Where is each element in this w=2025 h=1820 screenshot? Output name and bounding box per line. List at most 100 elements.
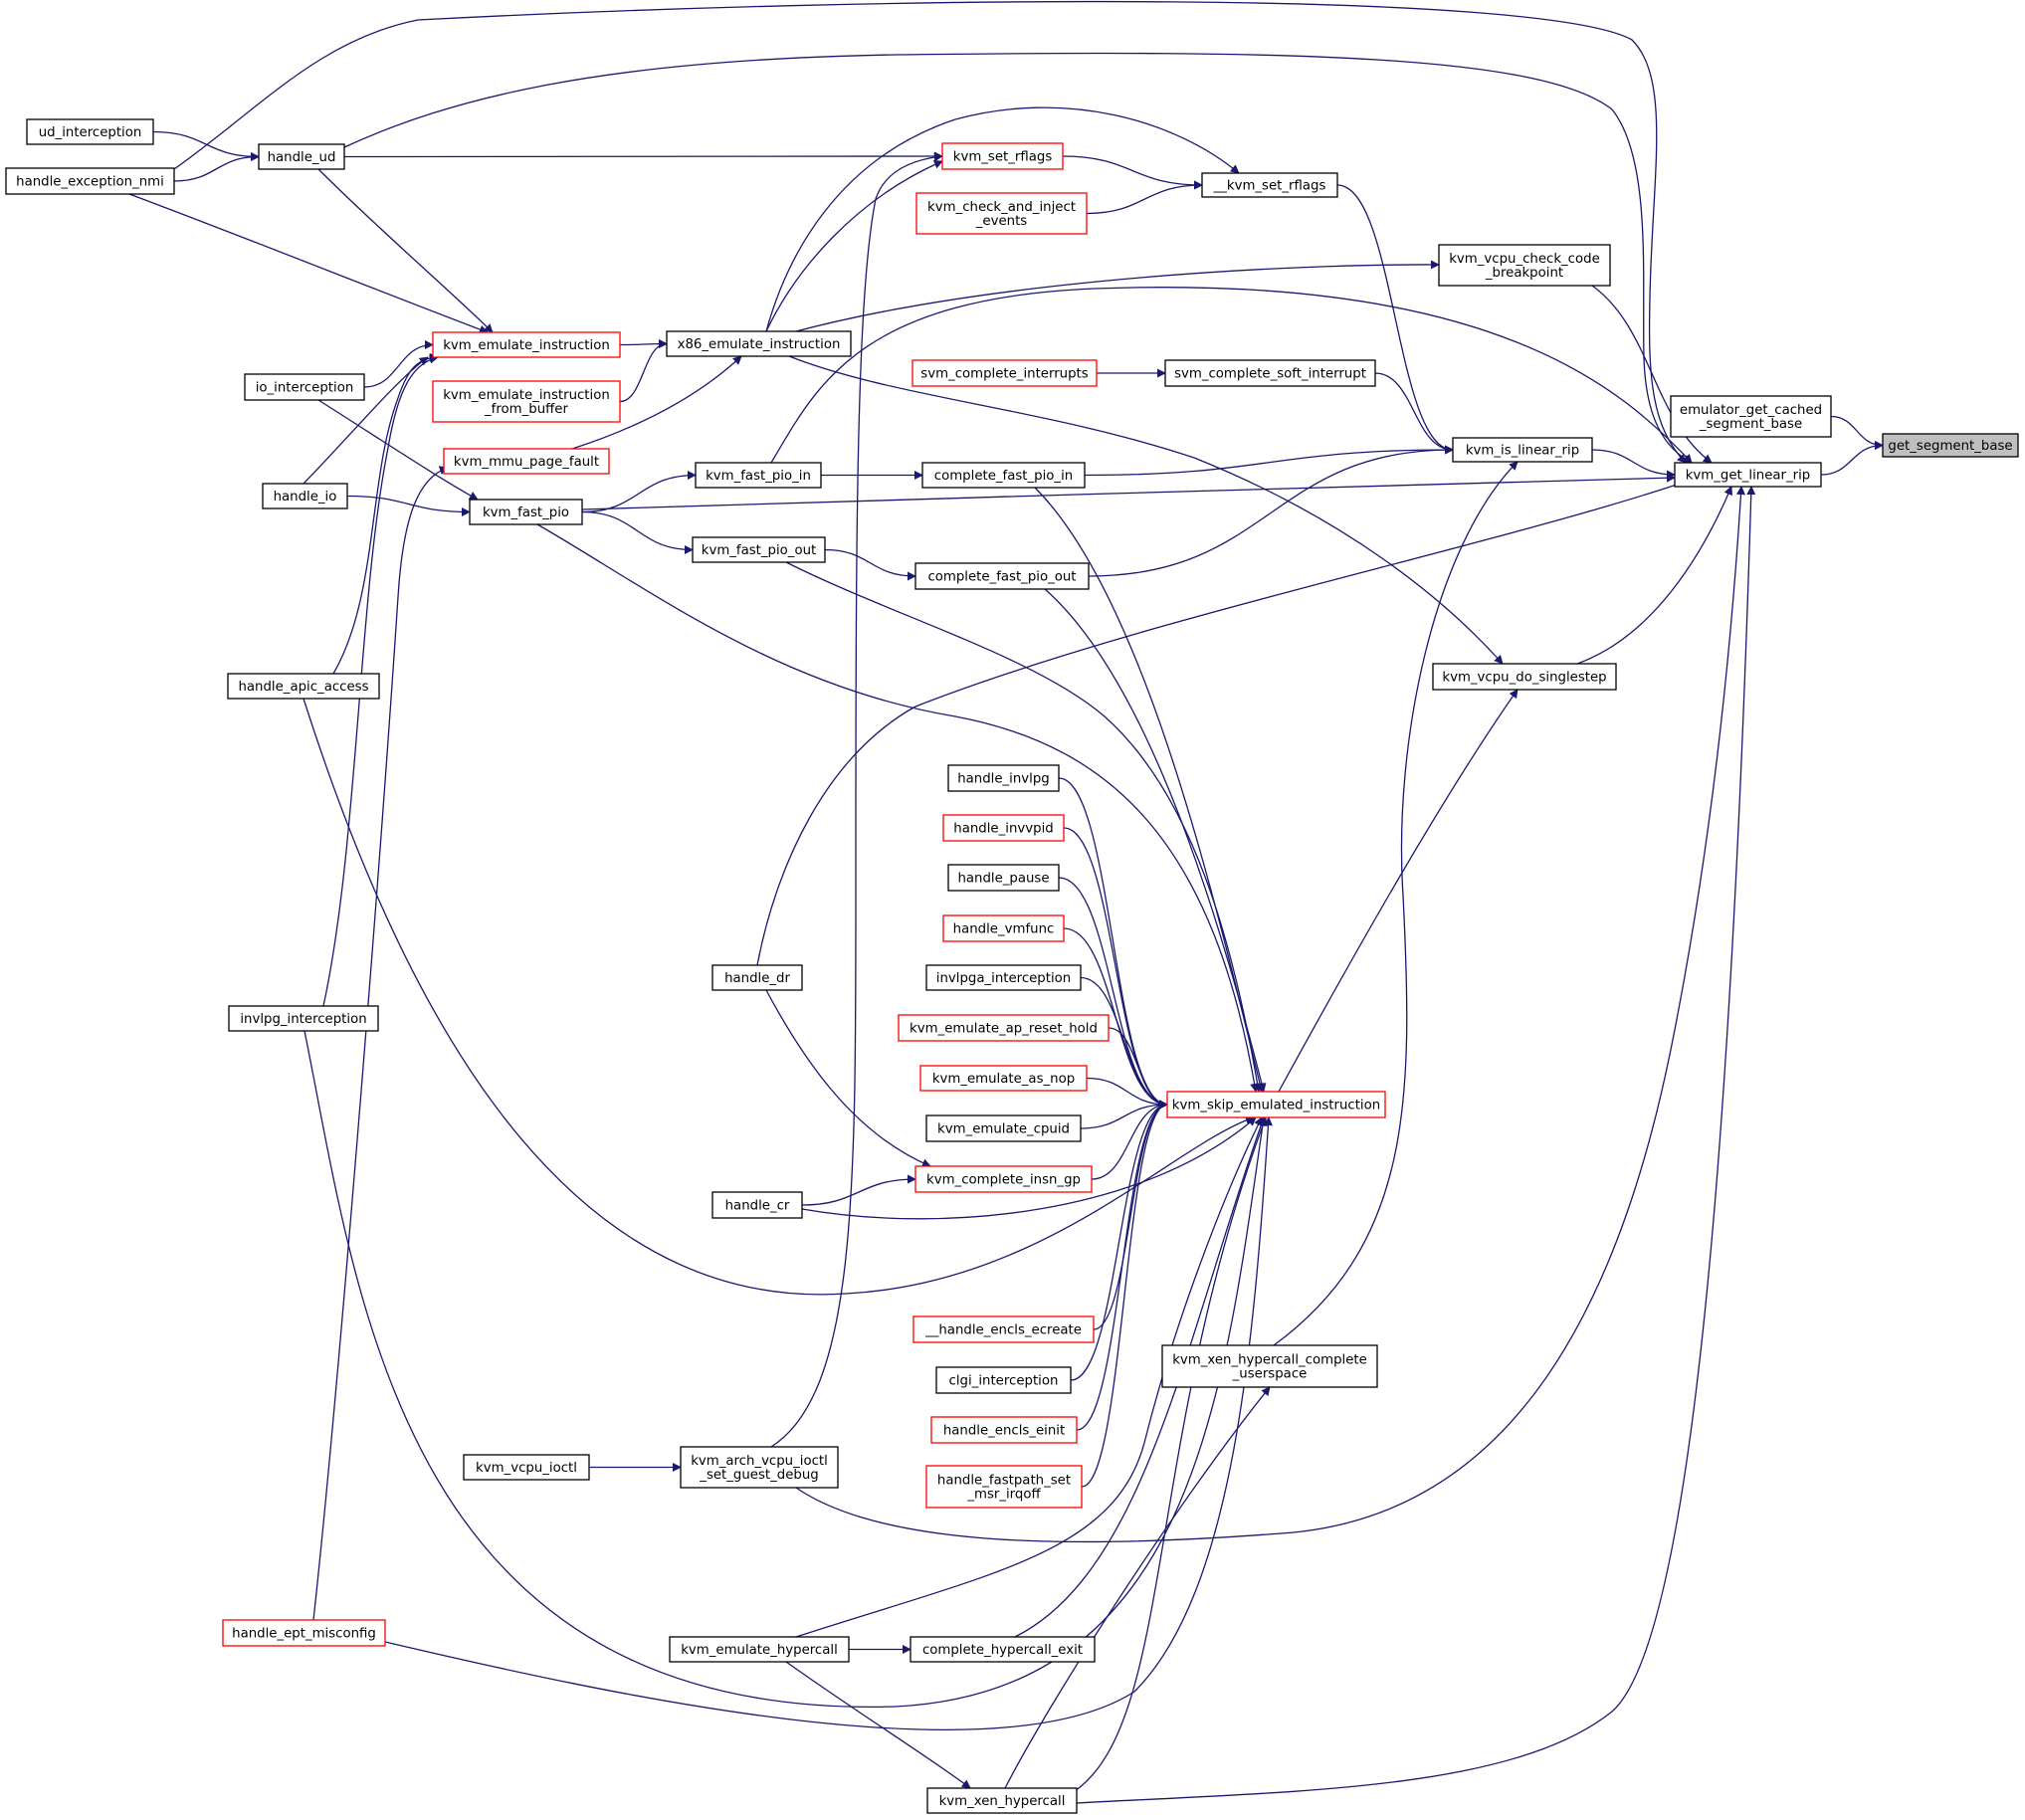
node-box-handle_pause[interactable] (947, 864, 1060, 892)
node-kvm_emulate_ap_reset_hold[interactable]: kvm_emulate_ap_reset_hold (898, 1014, 1110, 1042)
node-x86_emulate_instruction[interactable]: x86_emulate_instruction (666, 330, 852, 357)
node-box-complete_fast_pio_out[interactable] (914, 562, 1090, 590)
node-box-x86_emulate_instruction[interactable] (666, 330, 852, 357)
node-box-kvm_vcpu_check_code_breakpoint[interactable] (1438, 244, 1611, 287)
node-handle_pause[interactable]: handle_pause (947, 864, 1060, 892)
node-__handle_encls_ecreate[interactable]: __handle_encls_ecreate (912, 1315, 1095, 1343)
node-handle_exception_nmi[interactable]: handle_exception_nmi (5, 167, 175, 195)
node-kvm_fast_pio_out[interactable]: kvm_fast_pio_out (692, 536, 826, 563)
node-kvm_emulate_as_nop[interactable]: kvm_emulate_as_nop (919, 1065, 1088, 1092)
node-box-kvm_emulate_cpuid[interactable] (925, 1114, 1082, 1142)
node-handle_vmfunc[interactable]: handle_vmfunc (942, 914, 1065, 942)
node-box-kvm_fast_pio_out[interactable] (692, 536, 826, 563)
node-kvm_arch_vcpu_ioctl_set_guest_debug[interactable]: kvm_arch_vcpu_ioctl_set_guest_debug (680, 1446, 839, 1489)
node-handle_fastpath_set_msr_irqoff[interactable]: handle_fastpath_set_msr_irqoff (925, 1465, 1083, 1509)
node-box-kvm_complete_insn_gp[interactable] (914, 1165, 1093, 1193)
node-box-handle_ud[interactable] (258, 143, 345, 170)
node-complete_fast_pio_in[interactable]: complete_fast_pio_in (921, 462, 1086, 489)
node-kvm_mmu_page_fault[interactable]: kvm_mmu_page_fault (443, 448, 610, 475)
node-box-handle_encls_einit[interactable] (930, 1416, 1078, 1444)
node-kvm_vcpu_ioctl[interactable]: kvm_vcpu_ioctl (463, 1454, 590, 1481)
node-kvm_emulate_hypercall[interactable]: kvm_emulate_hypercall (669, 1636, 850, 1663)
node-handle_dr[interactable]: handle_dr (711, 964, 803, 991)
node-box-handle_invlpg[interactable] (947, 764, 1060, 792)
node-svm_complete_interrupts[interactable]: svm_complete_interrupts (911, 359, 1098, 387)
node-box-ud_interception[interactable] (26, 118, 154, 145)
node-kvm_fast_pio[interactable]: kvm_fast_pio (469, 499, 583, 525)
node-box-kvm_arch_vcpu_ioctl_set_guest_debug[interactable] (680, 1446, 839, 1489)
node-box-svm_complete_interrupts[interactable] (911, 359, 1098, 387)
node-box-kvm_set_rflags[interactable] (941, 142, 1064, 170)
node-box-kvm_emulate_instruction_from_buffer[interactable] (432, 380, 621, 423)
node-handle_ept_misconfig[interactable]: handle_ept_misconfig (222, 1619, 386, 1647)
node-box-kvm_mmu_page_fault[interactable] (443, 448, 610, 475)
node-box-kvm_emulate_ap_reset_hold[interactable] (898, 1014, 1110, 1042)
node-box-handle_io[interactable] (262, 483, 348, 509)
node-box-kvm_xen_hypercall_complete_userspace[interactable] (1161, 1344, 1378, 1388)
node-__kvm_set_rflags[interactable]: __kvm_set_rflags (1201, 172, 1338, 198)
node-box-kvm_is_linear_rip[interactable] (1452, 437, 1593, 463)
node-box-emulator_get_cached_segment_base[interactable] (1670, 395, 1832, 438)
node-box-io_interception[interactable] (244, 373, 365, 401)
node-box-kvm_vcpu_do_singlestep[interactable] (1432, 663, 1617, 691)
node-box-handle_ept_misconfig[interactable] (222, 1619, 386, 1647)
node-box-kvm_emulate_instruction[interactable] (432, 331, 621, 358)
node-box-handle_cr[interactable] (711, 1191, 803, 1219)
node-complete_hypercall_exit[interactable]: complete_hypercall_exit (910, 1636, 1096, 1663)
node-handle_ud[interactable]: handle_ud (258, 143, 345, 170)
node-box-clgi_interception[interactable] (935, 1366, 1072, 1394)
node-invlpga_interception[interactable]: invlpga_interception (925, 964, 1082, 991)
node-emulator_get_cached_segment_base[interactable]: emulator_get_cached_segment_base (1670, 395, 1832, 438)
node-kvm_set_rflags[interactable]: kvm_set_rflags (941, 142, 1064, 170)
node-box-invlpga_interception[interactable] (925, 964, 1082, 991)
node-kvm_xen_hypercall_complete_userspace[interactable]: kvm_xen_hypercall_complete_userspace (1161, 1344, 1378, 1388)
node-box-__handle_encls_ecreate[interactable] (912, 1315, 1095, 1343)
node-handle_io[interactable]: handle_io (262, 483, 348, 509)
node-box-complete_fast_pio_in[interactable] (921, 462, 1086, 489)
node-ud_interception[interactable]: ud_interception (26, 118, 154, 145)
node-box-kvm_emulate_as_nop[interactable] (919, 1065, 1088, 1092)
node-handle_apic_access[interactable]: handle_apic_access (227, 673, 380, 700)
node-io_interception[interactable]: io_interception (244, 373, 365, 401)
node-kvm_get_linear_rip[interactable]: kvm_get_linear_rip (1674, 462, 1822, 488)
node-kvm_xen_hypercall[interactable]: kvm_xen_hypercall (926, 1787, 1078, 1814)
node-box-kvm_fast_pio[interactable] (469, 499, 583, 525)
node-handle_invlpg[interactable]: handle_invlpg (947, 764, 1060, 792)
node-kvm_skip_emulated_instruction[interactable]: kvm_skip_emulated_instruction (1166, 1091, 1386, 1118)
node-svm_complete_soft_interrupt[interactable]: svm_complete_soft_interrupt (1164, 359, 1376, 387)
node-box-handle_exception_nmi[interactable] (5, 167, 175, 195)
node-handle_encls_einit[interactable]: handle_encls_einit (930, 1416, 1078, 1444)
node-box-__kvm_set_rflags[interactable] (1201, 172, 1338, 198)
node-box-kvm_check_and_inject_events[interactable] (915, 192, 1088, 235)
node-box-kvm_get_linear_rip[interactable] (1674, 462, 1822, 488)
node-box-kvm_skip_emulated_instruction[interactable] (1166, 1091, 1386, 1118)
node-kvm_is_linear_rip[interactable]: kvm_is_linear_rip (1452, 437, 1593, 463)
node-kvm_emulate_cpuid[interactable]: kvm_emulate_cpuid (925, 1114, 1082, 1142)
node-box-handle_invvpid[interactable] (942, 814, 1065, 842)
node-complete_fast_pio_out[interactable]: complete_fast_pio_out (914, 562, 1090, 590)
node-box-handle_apic_access[interactable] (227, 673, 380, 700)
node-handle_cr[interactable]: handle_cr (711, 1191, 803, 1219)
node-box-handle_dr[interactable] (711, 964, 803, 991)
node-invlpg_interception[interactable]: invlpg_interception (228, 1005, 379, 1032)
node-kvm_complete_insn_gp[interactable]: kvm_complete_insn_gp (914, 1165, 1093, 1193)
node-box-handle_vmfunc[interactable] (942, 914, 1065, 942)
node-box-get_segment_base[interactable] (1882, 433, 2019, 458)
node-box-svm_complete_soft_interrupt[interactable] (1164, 359, 1376, 387)
node-kvm_fast_pio_in[interactable]: kvm_fast_pio_in (695, 462, 822, 489)
node-clgi_interception[interactable]: clgi_interception (935, 1366, 1072, 1394)
node-box-handle_fastpath_set_msr_irqoff[interactable] (925, 1465, 1083, 1509)
node-kvm_vcpu_do_singlestep[interactable]: kvm_vcpu_do_singlestep (1432, 663, 1617, 691)
node-box-kvm_fast_pio_in[interactable] (695, 462, 822, 489)
node-kvm_vcpu_check_code_breakpoint[interactable]: kvm_vcpu_check_code_breakpoint (1438, 244, 1611, 287)
node-handle_invvpid[interactable]: handle_invvpid (942, 814, 1065, 842)
node-kvm_emulate_instruction[interactable]: kvm_emulate_instruction (432, 331, 621, 358)
node-kvm_emulate_instruction_from_buffer[interactable]: kvm_emulate_instruction_from_buffer (432, 380, 621, 423)
node-box-kvm_emulate_hypercall[interactable] (669, 1636, 850, 1663)
node-box-kvm_xen_hypercall[interactable] (926, 1787, 1078, 1814)
node-kvm_check_and_inject_events[interactable]: kvm_check_and_inject_events (915, 192, 1088, 235)
node-box-kvm_vcpu_ioctl[interactable] (463, 1454, 590, 1481)
node-box-complete_hypercall_exit[interactable] (910, 1636, 1096, 1663)
node-box-invlpg_interception[interactable] (228, 1005, 379, 1032)
node-get_segment_base[interactable]: get_segment_base (1882, 433, 2019, 458)
